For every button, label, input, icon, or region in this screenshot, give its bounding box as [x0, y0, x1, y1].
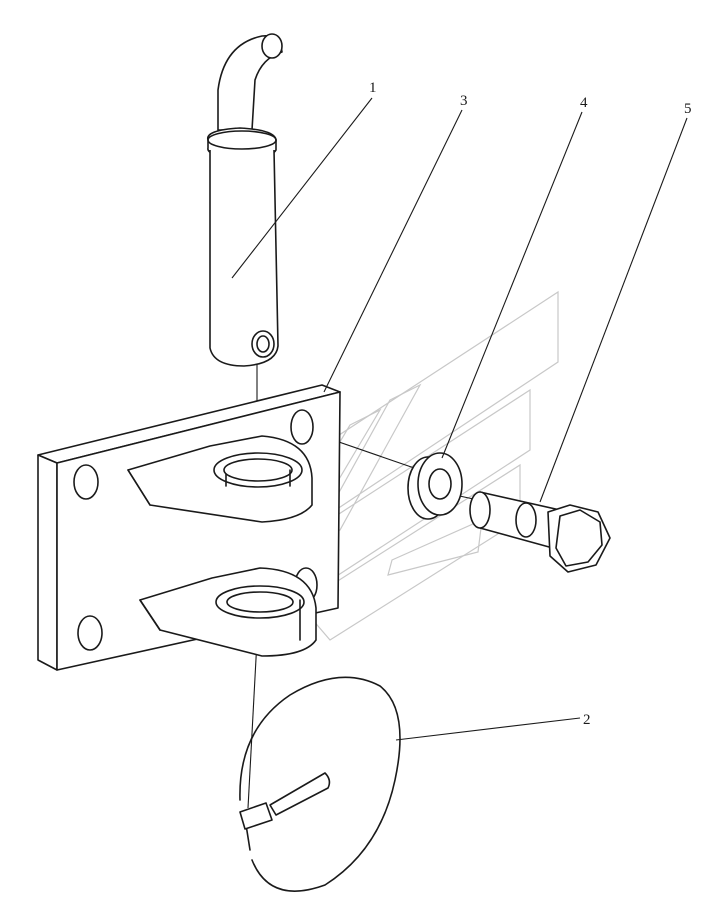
clevis-pin-icon [207, 33, 283, 367]
callout-5: 5 [684, 101, 692, 117]
tow-bracket-plate-icon [37, 384, 341, 671]
callout-labels: 1 2 3 4 5 [369, 80, 692, 728]
lynch-pin-ring-icon [239, 676, 401, 892]
washer-icon [407, 452, 463, 520]
callout-3: 3 [460, 93, 468, 109]
callout-1: 1 [369, 80, 377, 96]
leader-lines [231, 97, 688, 741]
hex-bolt-icon [469, 491, 611, 573]
callout-4: 4 [580, 95, 588, 111]
callout-2: 2 [583, 712, 591, 728]
